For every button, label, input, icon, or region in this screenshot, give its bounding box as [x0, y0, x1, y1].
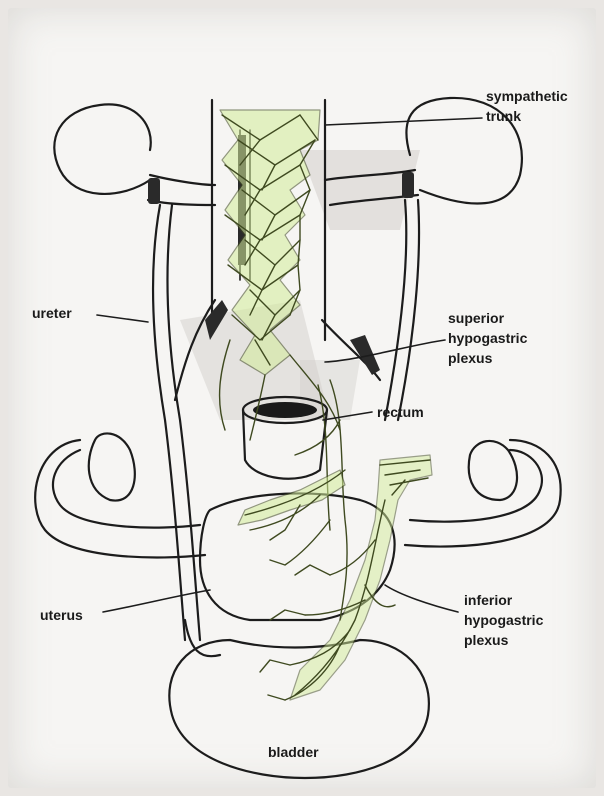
left-uterine-tube-upper: [53, 450, 200, 528]
right-renal-hilum: [402, 172, 414, 198]
left-bladder-connection: [185, 620, 220, 656]
label-ureter: ureter: [32, 303, 72, 323]
left-ureter-inner: [167, 205, 200, 640]
rectum-lumen: [253, 402, 317, 418]
label-superior-line3: plexus: [448, 348, 527, 368]
label-inferior-line2: hypogastric: [464, 610, 543, 630]
label-superior-line1: superior: [448, 308, 527, 328]
label-sympathetic-trunk: sympathetic trunk: [486, 86, 568, 126]
leader-superior-hypogastric: [325, 340, 445, 362]
leader-sympathetic-trunk: [325, 118, 482, 125]
label-rectum: rectum: [377, 402, 424, 422]
label-bladder: bladder: [268, 742, 319, 762]
leader-uterus: [103, 590, 210, 612]
label-sympathetic-trunk-line2: trunk: [486, 106, 568, 126]
label-superior-hypogastric-plexus: superior hypogastric plexus: [448, 308, 527, 368]
rectal-branch: [295, 420, 340, 455]
leader-inferior-hypogastric: [385, 585, 458, 612]
label-sympathetic-trunk-line1: sympathetic: [486, 86, 568, 106]
label-uterus: uterus: [40, 605, 83, 625]
label-superior-line2: hypogastric: [448, 328, 527, 348]
left-kidney: [54, 104, 150, 194]
label-inferior-line1: inferior: [464, 590, 543, 610]
left-renal-hilum: [148, 178, 160, 204]
left-uterine-tube-lower: [35, 440, 205, 557]
label-inferior-line3: plexus: [464, 630, 543, 650]
label-inferior-hypogastric-plexus: inferior hypogastric plexus: [464, 590, 543, 650]
left-ovary: [89, 433, 135, 500]
leader-ureter: [97, 315, 148, 322]
